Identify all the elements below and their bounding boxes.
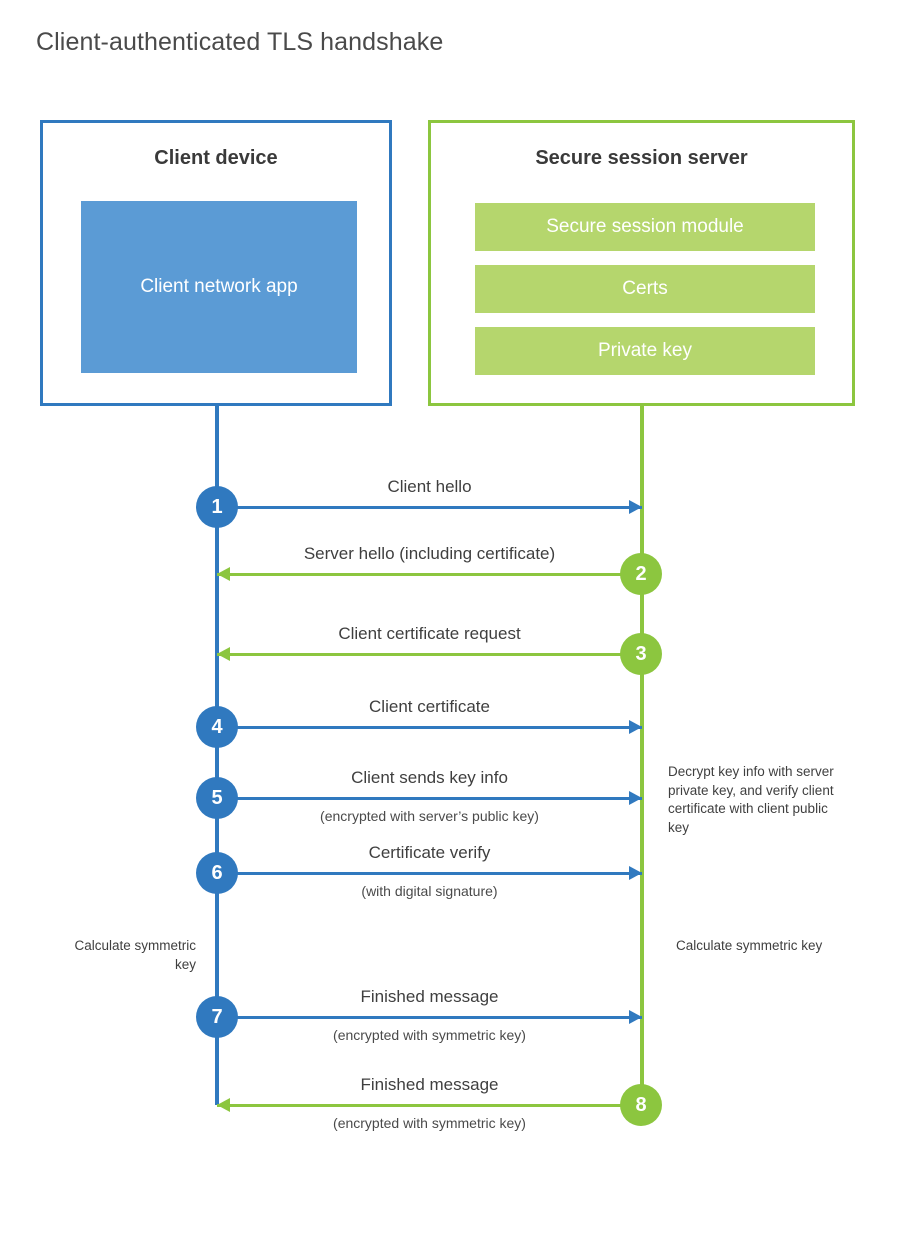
message-sublabel-7: (encrypted with symmetric key): [333, 1027, 526, 1043]
step-bullet-5[interactable]: 5: [196, 777, 238, 819]
message-label-7: Finished message: [360, 987, 499, 1006]
message-sublabel-5: (encrypted with server’s public key): [320, 808, 539, 824]
message-label-3: Client certificate request: [338, 624, 521, 643]
message-label-1: Client hello: [387, 477, 472, 496]
client-device-title: Client device: [154, 147, 278, 169]
page-title: Client-authenticated TLS handshake: [36, 28, 444, 56]
message-label-2: Server hello (including certificate): [303, 544, 556, 563]
arrow-head-4: [629, 720, 642, 734]
step-bullet-2[interactable]: 2: [620, 553, 662, 595]
server-decrypt-note: Decrypt key info with server private key…: [668, 764, 834, 835]
server-component-secure-session-module: Secure session module: [475, 203, 815, 251]
arrow-head-1: [629, 500, 642, 514]
arrow-shaft-4: [217, 726, 642, 729]
client-device-box: Client device Client network app: [40, 120, 392, 406]
message-label-6: Certificate verify: [368, 843, 491, 862]
arrow-shaft-8: [217, 1104, 642, 1107]
arrow-shaft-7: [217, 1016, 642, 1019]
message-sublabel-6: (with digital signature): [361, 883, 498, 899]
client-calculate-symmetric-key-note: Calculate symmetric key: [74, 938, 196, 972]
secure-session-server-box: Secure session server Secure session mod…: [428, 120, 855, 406]
message-label-8: Finished message: [360, 1075, 499, 1094]
arrow-head-6: [629, 866, 642, 880]
client-lifeline: [215, 406, 219, 1105]
arrow-shaft-2: [217, 573, 642, 576]
secure-session-server-title: Secure session server: [535, 147, 748, 169]
server-lifeline: [640, 406, 644, 1105]
arrow-shaft-3: [217, 653, 642, 656]
message-label-4: Client certificate: [369, 697, 490, 716]
arrow-shaft-6: [217, 872, 642, 875]
arrow-shaft-5: [217, 797, 642, 800]
server-component-certs: Certs: [475, 265, 815, 313]
server-component-private-key: Private key: [475, 327, 815, 375]
step-bullet-8[interactable]: 8: [620, 1084, 662, 1126]
arrow-head-2: [217, 567, 230, 581]
step-bullet-7[interactable]: 7: [196, 996, 238, 1038]
arrow-head-5: [629, 791, 642, 805]
message-sublabel-8: (encrypted with symmetric key): [333, 1115, 526, 1131]
step-bullet-6[interactable]: 6: [196, 852, 238, 894]
step-bullet-4[interactable]: 4: [196, 706, 238, 748]
message-label-5: Client sends key info: [351, 768, 508, 787]
arrow-shaft-1: [217, 506, 642, 509]
client-network-app-block: Client network app: [81, 201, 357, 373]
server-calculate-symmetric-key-note: Calculate symmetric key: [676, 938, 823, 953]
arrow-head-7: [629, 1010, 642, 1024]
arrow-head-8: [217, 1098, 230, 1112]
step-bullet-3[interactable]: 3: [620, 633, 662, 675]
step-bullet-1[interactable]: 1: [196, 486, 238, 528]
arrow-head-3: [217, 647, 230, 661]
